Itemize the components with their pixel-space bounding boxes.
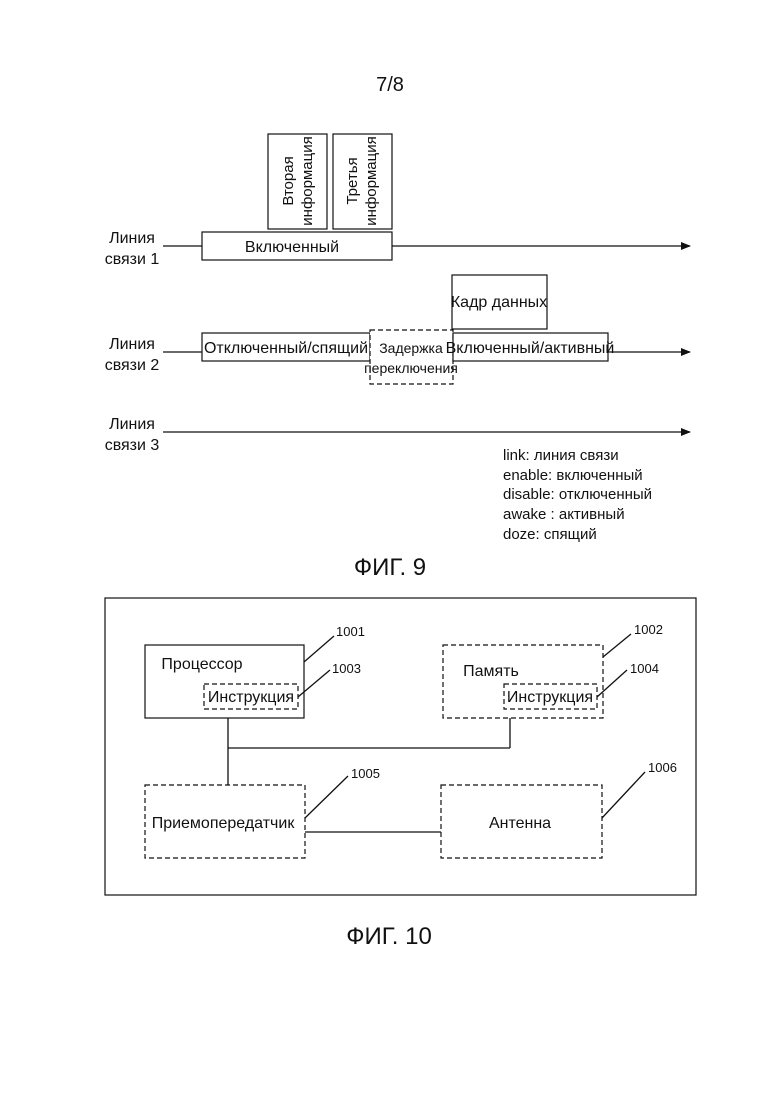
page-number: 7/8	[376, 74, 404, 96]
memory-label: Память	[463, 663, 519, 680]
link2-label-line1: Линия	[109, 336, 155, 353]
data-frame-text: Кадр данных	[451, 294, 547, 311]
legend: link: линия связи enable: включенный dis…	[503, 447, 652, 543]
transceiver-label: Приемопередатчик	[152, 815, 296, 832]
processor-label: Процессор	[161, 656, 242, 673]
second-info-text-1: Вторая	[280, 156, 297, 205]
legend-line-4: awake : активный	[503, 506, 625, 523]
memory-ref: 1002	[634, 622, 663, 637]
fig10-diagram: Процессор Инструкция 1001 1003 Память Ин…	[105, 598, 696, 950]
third-info-text-1: Третья	[344, 157, 361, 204]
processor-ref-leader	[304, 636, 334, 662]
switch-delay-text-1: Задержка	[379, 340, 443, 356]
antenna-ref: 1006	[648, 760, 677, 775]
antenna-label: Антенна	[489, 815, 551, 832]
link1-label-line2: связи 1	[105, 251, 160, 268]
instruction1-label: Инструкция	[208, 689, 294, 706]
instruction2-label: Инструкция	[507, 689, 593, 706]
instruction1-ref: 1003	[332, 661, 361, 676]
second-info-text-2: информация	[299, 136, 316, 225]
legend-line-1: link: линия связи	[503, 447, 619, 464]
instruction2-ref: 1004	[630, 661, 659, 676]
enabled-awake-text: Включенный/активный	[446, 340, 615, 357]
second-info-box	[268, 134, 327, 229]
switch-delay-text-2: переключения	[364, 360, 458, 376]
processor-ref: 1001	[336, 624, 365, 639]
fig9-caption: ФИГ. 9	[354, 554, 426, 581]
fig9-diagram: Линия связи 1 Вторая информация Третья и…	[105, 134, 690, 581]
memory-ref-leader	[603, 634, 631, 657]
legend-line-5: doze: спящий	[503, 526, 597, 543]
legend-line-2: enable: включенный	[503, 467, 643, 484]
enabled-text: Включенный	[245, 239, 339, 256]
third-info-text-2: информация	[363, 136, 380, 225]
fig10-caption: ФИГ. 10	[346, 923, 432, 950]
link1-label-line1: Линия	[109, 230, 155, 247]
link2-label-line2: связи 2	[105, 357, 160, 374]
link3-label-line2: связи 3	[105, 437, 160, 454]
transceiver-ref: 1005	[351, 766, 380, 781]
antenna-ref-leader	[602, 772, 645, 818]
link3-label-line1: Линия	[109, 416, 155, 433]
transceiver-ref-leader	[305, 776, 348, 818]
disabled-doze-text: Отключенный/спящий	[204, 340, 368, 357]
legend-line-3: disable: отключенный	[503, 486, 652, 503]
